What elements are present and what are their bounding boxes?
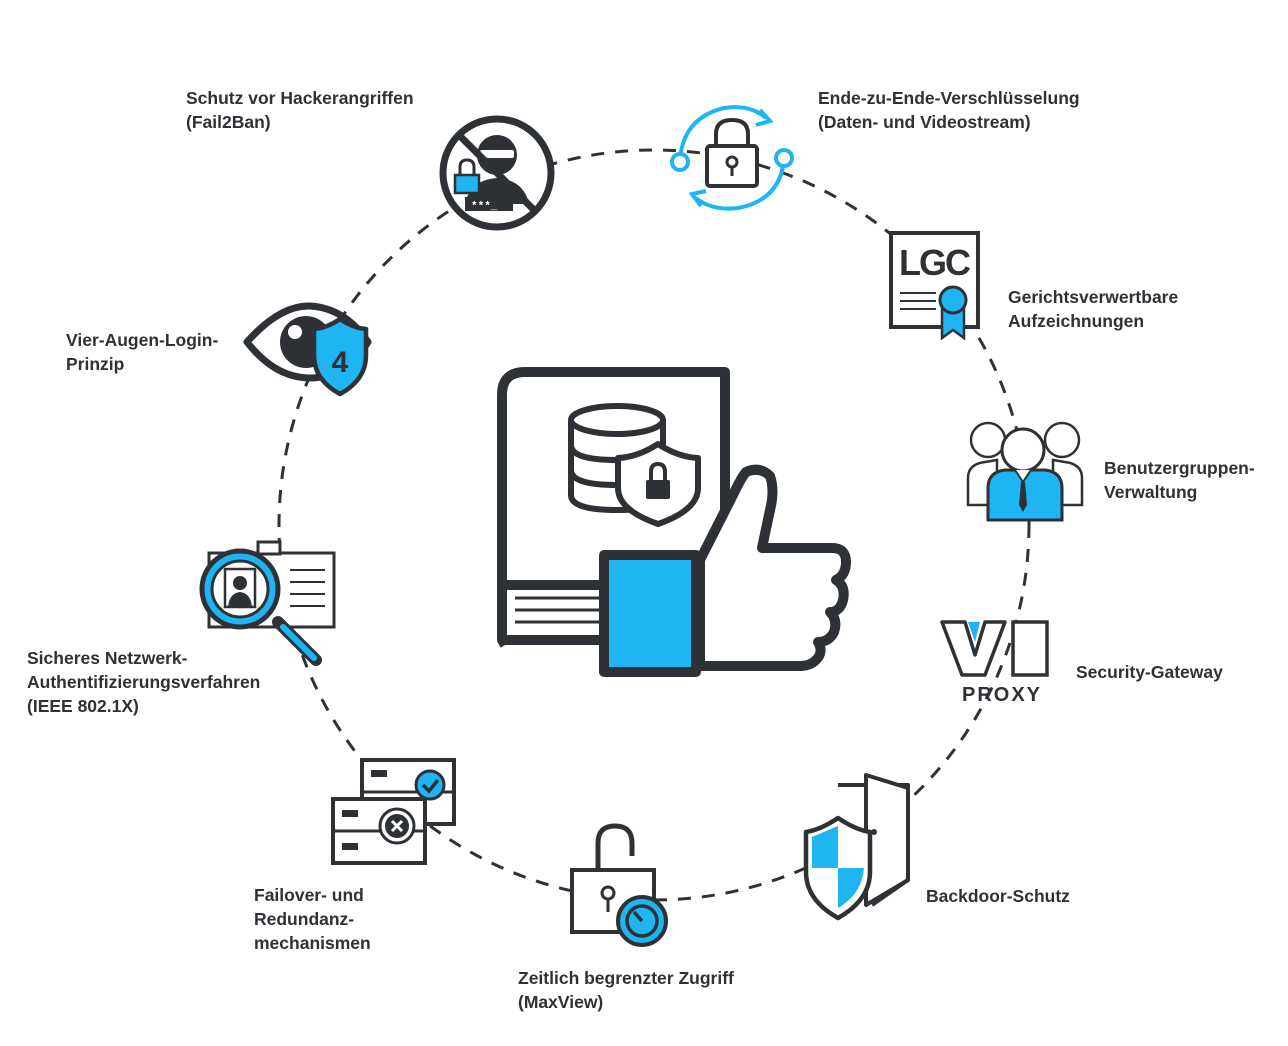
label-line: Ende-zu-Ende-Verschlüsselung [818, 88, 1080, 108]
svg-text:4: 4 [332, 346, 349, 379]
server-failover-icon [331, 758, 456, 865]
vi-proxy-logo-icon: PROXY [940, 620, 1049, 706]
label-line: Vier-Augen-Login- [66, 330, 219, 350]
label-line: Benutzergruppen- [1104, 458, 1255, 478]
label-line: Prinzip [66, 354, 125, 374]
label-line: Sicheres Netzwerk- [27, 648, 188, 668]
label-line: Aufzeichnungen [1008, 311, 1145, 331]
label-line: (Fail2Ban) [186, 112, 271, 132]
label-line: Verwaltung [1104, 482, 1198, 502]
label-line: (Daten- und Videostream) [818, 112, 1031, 132]
book-database-lock-thumbs-up-icon [497, 367, 851, 677]
svg-text:***_: ***_ [471, 201, 498, 213]
label-line: Gerichtsverwertbare [1008, 287, 1179, 307]
svg-text:LGC: LGC [899, 242, 971, 283]
padlock-sync-icon [670, 105, 794, 211]
label-maxview: Zeitlich begrenzter Zugriff (MaxView) [518, 966, 734, 1014]
svg-text:PROXY: PROXY [962, 684, 1042, 706]
lgc-certificate-icon: LGC [889, 231, 980, 341]
id-card-magnifier-icon [199, 540, 336, 666]
user-group-icon [966, 421, 1084, 522]
label-ieee: Sicheres Netzwerk- Authentifizierungsver… [27, 646, 260, 718]
label-line: Backdoor-Schutz [926, 886, 1070, 906]
label-line: Security-Gateway [1076, 662, 1223, 682]
label-four-eyes: Vier-Augen-Login- Prinzip [66, 328, 218, 376]
label-failover: Failover- und Redundanz- mechanismen [254, 883, 371, 955]
eye-shield-icon: 4 [243, 302, 372, 397]
label-recordings: Gerichtsverwertbare Aufzeichnungen [1008, 285, 1178, 333]
label-line: mechanismen [254, 933, 371, 953]
hacker-blocked-icon: ***_ [439, 115, 555, 231]
label-line: Zeitlich begrenzter Zugriff [518, 968, 734, 988]
label-line: (IEEE 802.1X) [27, 696, 139, 716]
label-fail2ban: Schutz vor Hackerangriffen (Fail2Ban) [186, 86, 414, 134]
label-encryption: Ende-zu-Ende-Verschlüsselung (Daten- und… [818, 86, 1080, 134]
label-line: Authentifizierungsverfahren [27, 672, 261, 692]
lock-timer-icon [570, 823, 668, 947]
shield-door-icon [803, 773, 910, 921]
label-line: (MaxView) [518, 992, 604, 1012]
label-line: Failover- und [254, 885, 364, 905]
label-backdoor: Backdoor-Schutz [926, 884, 1070, 908]
label-line: Schutz vor Hackerangriffen [186, 88, 414, 108]
label-line: Redundanz- [254, 909, 355, 929]
label-user-groups: Benutzergruppen- Verwaltung [1104, 456, 1255, 504]
label-security-gateway: Security-Gateway [1076, 660, 1223, 684]
